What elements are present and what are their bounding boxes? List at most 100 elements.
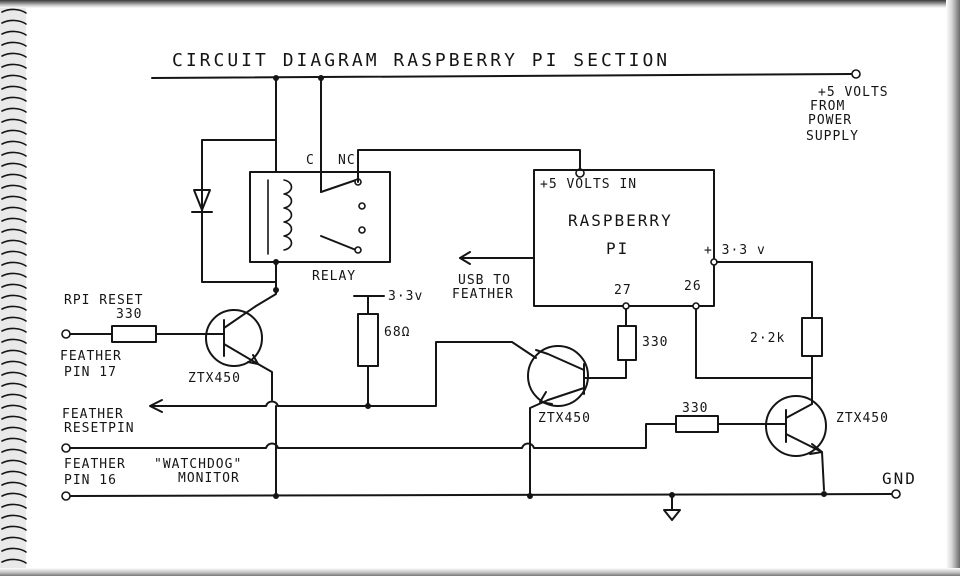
binding-coil bbox=[1, 85, 27, 91]
usb-label-2: FEATHER bbox=[452, 287, 514, 302]
binding-coil bbox=[1, 404, 27, 410]
binding-coil bbox=[1, 294, 27, 300]
binding-coil bbox=[1, 52, 27, 58]
resistor-330-gpio27 bbox=[617, 325, 637, 361]
binding-coil bbox=[1, 305, 27, 311]
diagram-title: CIRCUIT DIAGRAM RASPBERRY PI SECTION bbox=[172, 50, 670, 71]
ztx-c-label: ZTX450 bbox=[836, 411, 889, 426]
binding-coil bbox=[1, 239, 27, 245]
transistor-2 bbox=[527, 345, 601, 451]
binding-coil bbox=[1, 173, 27, 179]
binding-coil bbox=[1, 140, 27, 146]
resistor-330-watchdog bbox=[675, 415, 719, 433]
scan-bottom-edge bbox=[0, 568, 960, 576]
binding-coil bbox=[1, 151, 27, 157]
binding-coil bbox=[1, 514, 27, 520]
feather-reset-label-a: FEATHER bbox=[62, 407, 124, 422]
binding-coil bbox=[1, 327, 27, 333]
relay-nc-label: NC bbox=[338, 153, 356, 168]
pi-33-label: + 3·3 v bbox=[704, 243, 766, 258]
binding-coil bbox=[1, 349, 27, 355]
binding-coil bbox=[1, 41, 27, 47]
transistor-1 bbox=[205, 287, 279, 401]
supply-label-supply: SUPPLY bbox=[806, 129, 859, 144]
binding-coil bbox=[1, 426, 27, 432]
binding-coil bbox=[1, 360, 27, 366]
ztx-b-label: ZTX450 bbox=[538, 411, 591, 426]
binding-coil bbox=[1, 481, 27, 487]
binding-coil bbox=[1, 272, 27, 278]
binding-coil bbox=[1, 547, 27, 553]
rpi-reset-label: RPI RESET bbox=[64, 293, 143, 308]
binding-coil bbox=[1, 206, 27, 212]
v33-ref-label: 3·3v bbox=[388, 289, 423, 304]
supply-label-from: FROM bbox=[810, 99, 845, 114]
binding-coil bbox=[1, 184, 27, 190]
pi-5v-label: +5 VOLTS IN bbox=[540, 177, 637, 192]
binding-coil bbox=[1, 415, 27, 421]
ztx-a-label: ZTX450 bbox=[188, 371, 241, 386]
r68-label: 68Ω bbox=[384, 325, 410, 340]
binding-coil bbox=[1, 129, 27, 135]
binding-coil bbox=[1, 162, 27, 168]
binding-coil bbox=[1, 250, 27, 256]
r330-c-label: 330 bbox=[682, 401, 708, 416]
r330-a-label: 330 bbox=[116, 307, 142, 322]
watchdog-label-a: "WATCHDOG" bbox=[154, 457, 242, 472]
binding-coil bbox=[1, 382, 27, 388]
binding-coil bbox=[1, 525, 27, 531]
binding-coil bbox=[1, 459, 27, 465]
usb-label-1: USB TO bbox=[458, 273, 511, 288]
binding-coil bbox=[1, 371, 27, 377]
supply-label: +5 VOLTS bbox=[818, 85, 889, 100]
scan-top-shadow bbox=[0, 0, 960, 8]
relay-label: RELAY bbox=[312, 269, 356, 284]
feather-reset-label-b: RESETPIN bbox=[64, 421, 135, 436]
binding-coil bbox=[1, 393, 27, 399]
binding-coil bbox=[1, 118, 27, 124]
binding-coil bbox=[1, 448, 27, 454]
transistor-3 bbox=[765, 395, 827, 491]
binding-coil bbox=[1, 283, 27, 289]
pin27-label: 27 bbox=[614, 283, 632, 298]
binding-coil bbox=[1, 19, 27, 25]
binding-coil bbox=[1, 30, 27, 36]
supply-rail bbox=[151, 69, 861, 81]
scan-right-edge bbox=[946, 0, 960, 576]
resistor-2k2 bbox=[801, 317, 823, 357]
pi-name-line1: RASPBERRY bbox=[568, 211, 673, 230]
flyback-diode bbox=[191, 77, 277, 283]
binding-coil bbox=[1, 536, 27, 542]
ground-bus bbox=[69, 493, 893, 497]
resistor-68 bbox=[357, 313, 379, 367]
watchdog-label-b: MONITOR bbox=[178, 471, 240, 486]
resistor-330-reset bbox=[111, 325, 157, 343]
feather-pin17-label-a: FEATHER bbox=[60, 349, 122, 364]
binding-coil bbox=[1, 96, 27, 102]
binding-coil bbox=[1, 74, 27, 80]
pi-name-line2: PI bbox=[606, 239, 629, 258]
feather-pin17-label-b: PIN 17 bbox=[64, 365, 117, 380]
relay-c-label: C bbox=[306, 153, 315, 168]
binding-coil bbox=[1, 8, 27, 14]
usb-arrow bbox=[459, 251, 535, 265]
relay bbox=[249, 77, 585, 291]
binding-coil bbox=[1, 63, 27, 69]
binding-coil bbox=[1, 470, 27, 476]
binding-coil bbox=[1, 558, 27, 564]
gnd-label: GND bbox=[882, 469, 917, 488]
binding-coil bbox=[1, 492, 27, 498]
binding-coil bbox=[1, 107, 27, 113]
r330-b-label: 330 bbox=[642, 335, 668, 350]
binding-coil bbox=[1, 437, 27, 443]
binding-coil bbox=[1, 316, 27, 322]
binding-coil bbox=[1, 338, 27, 344]
pin26-label: 26 bbox=[684, 279, 702, 294]
ground-symbol bbox=[663, 494, 681, 521]
r22k-label: 2·2k bbox=[750, 331, 785, 346]
supply-label-power: POWER bbox=[808, 113, 852, 128]
spiral-binding bbox=[0, 0, 27, 576]
feather-pin16-label-b: PIN 16 bbox=[64, 473, 117, 488]
binding-coil bbox=[1, 261, 27, 267]
